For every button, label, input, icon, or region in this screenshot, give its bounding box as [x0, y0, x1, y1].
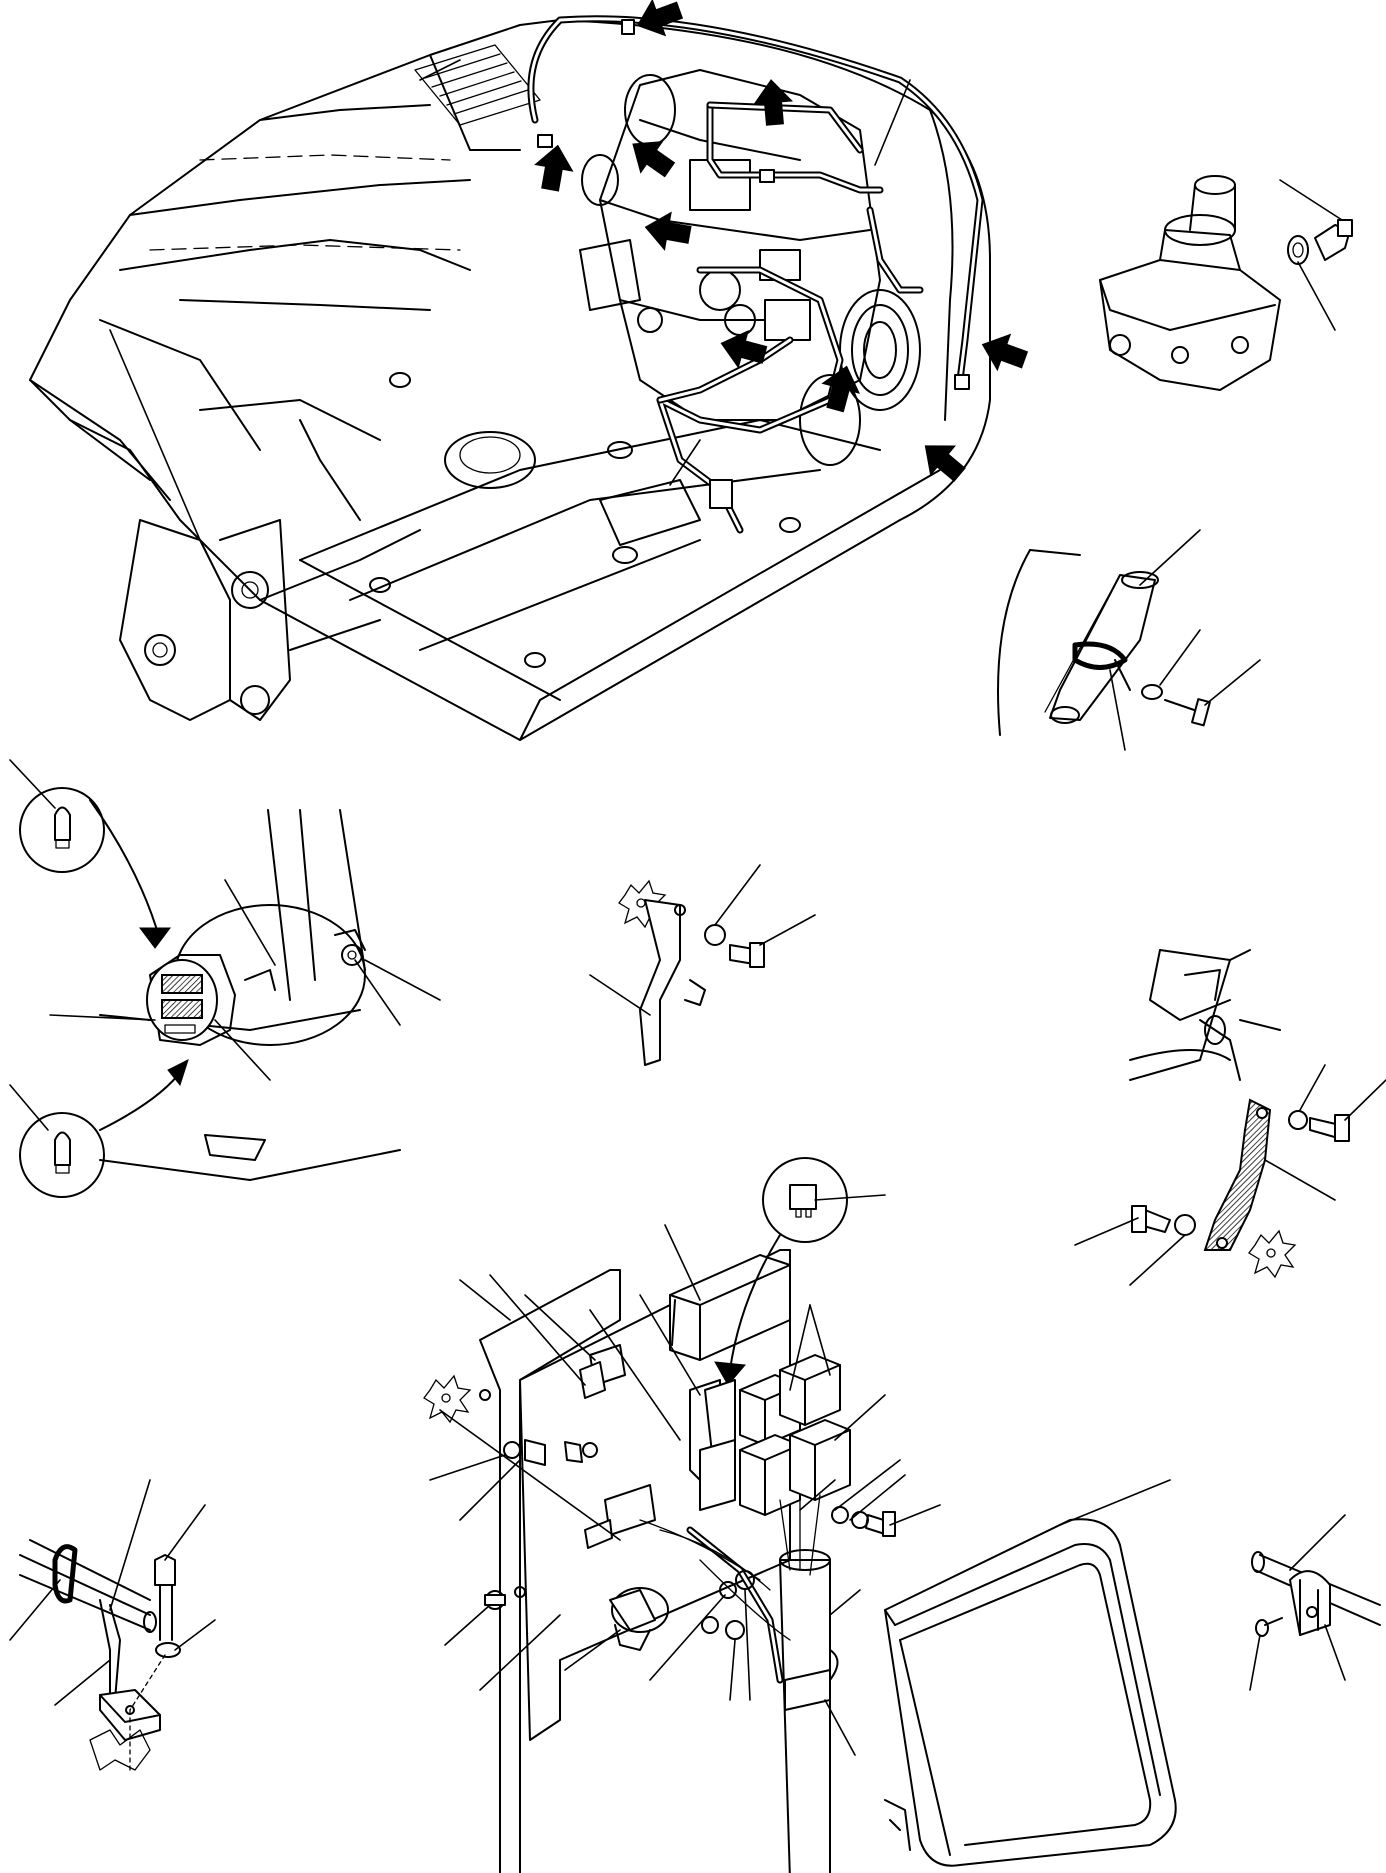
relay-icon [789, 1419, 851, 1501]
bulb-icon [19, 787, 105, 873]
fuse-icon [714, 1157, 848, 1386]
pressure-switch [1099, 175, 1353, 391]
fuse-box-cover [669, 1254, 791, 1361]
machine-overview [29, 0, 1032, 741]
bracket [589, 864, 816, 1066]
swing-bracket [119, 519, 421, 721]
wiring-harness [527, 15, 984, 534]
relay-icon [779, 1354, 841, 1426]
buzzer [609, 1587, 669, 1651]
ground-strap [1074, 949, 1386, 1286]
pressure-sensor [1287, 219, 1353, 265]
wire-clip-right [1249, 1514, 1381, 1691]
bulb-icon [19, 1112, 105, 1198]
engine-hood-grille [414, 44, 541, 126]
fuse-relay-panel [423, 1157, 941, 1873]
wire-clip-left [9, 1479, 216, 1771]
hose-clamp [997, 529, 1261, 751]
controller [884, 1479, 1177, 1867]
work-lamp [9, 759, 441, 1198]
